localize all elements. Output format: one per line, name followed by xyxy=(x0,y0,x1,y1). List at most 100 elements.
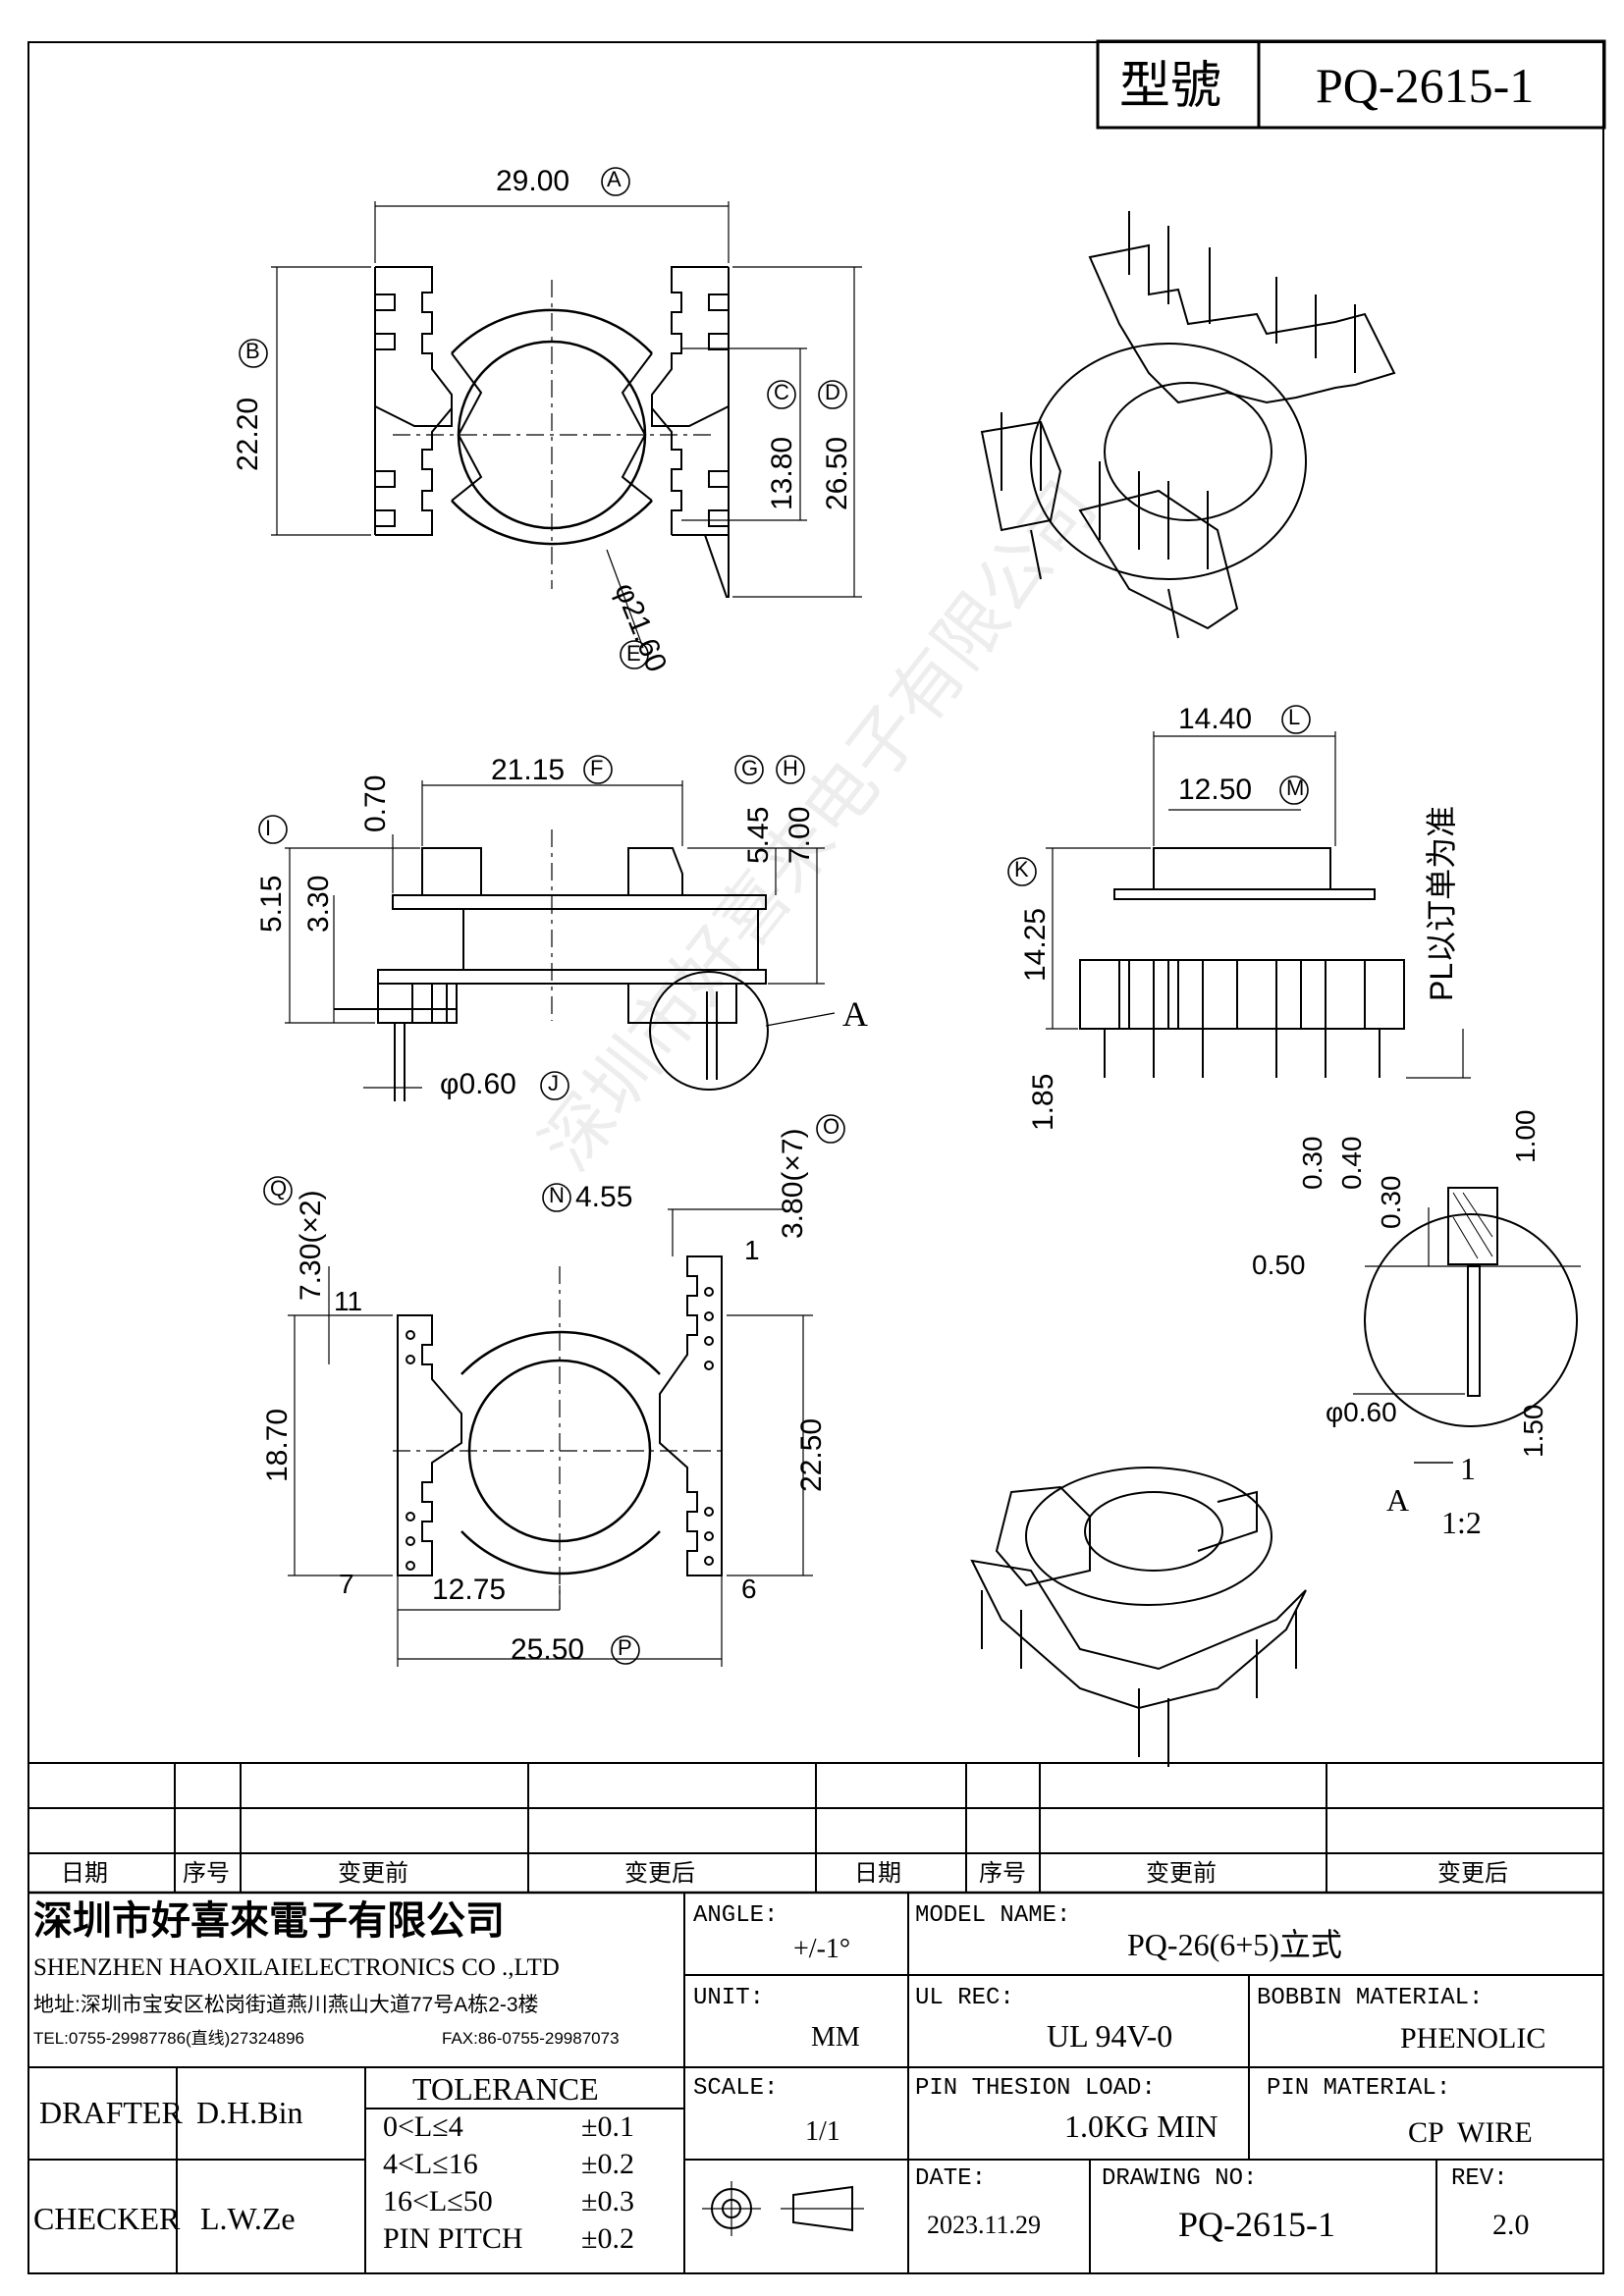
dim-4-55: 4.55 xyxy=(575,1181,633,1213)
scale-note-num: 1 xyxy=(1460,1451,1476,1486)
model-name-label: MODEL NAME: xyxy=(915,1902,1071,1929)
tolerance-value-4: ±0.2 xyxy=(581,2222,634,2255)
marker-a: A xyxy=(607,167,622,191)
marker-m: M xyxy=(1286,775,1305,800)
tolerance-range-1: 0<L≤4 xyxy=(383,2110,463,2143)
marker-q: Q xyxy=(270,1176,288,1201)
checker-value: L.W.Ze xyxy=(200,2201,296,2236)
company-address: 地址:深圳市宝安区松岗街道燕川燕山大道77号A栋2-3楼 xyxy=(33,1994,539,2016)
date-value: 2023.11.29 xyxy=(927,2211,1042,2239)
model-name-value: PQ-26(6+5)立式 xyxy=(1127,1927,1342,1962)
ul-rec-label: UL REC: xyxy=(915,1985,1014,2011)
tolerance-value-1: ±0.1 xyxy=(581,2110,634,2143)
marker-j: J xyxy=(548,1071,559,1095)
rev-header-after-2: 变更后 xyxy=(1437,1860,1508,1887)
dim-21-15: 21.15 xyxy=(491,754,566,786)
rev-value: 2.0 xyxy=(1492,2209,1530,2241)
rev-header-before-2: 变更前 xyxy=(1146,1860,1217,1887)
detail-dim-1-00: 1.00 xyxy=(1510,1109,1541,1164)
tolerance-range-3: 16<L≤50 xyxy=(383,2185,493,2217)
unit-value: MM xyxy=(811,2022,860,2053)
marker-c: C xyxy=(774,380,789,404)
dim-3-30: 3.30 xyxy=(302,875,335,933)
marker-k: K xyxy=(1014,857,1029,881)
marker-f: F xyxy=(590,756,604,780)
rev-header-date-1: 日期 xyxy=(61,1860,108,1887)
pin-load-label: PIN THESION LOAD: xyxy=(915,2075,1156,2102)
dim-14-40: 14.40 xyxy=(1178,703,1253,735)
scale-note-a: A xyxy=(1386,1482,1410,1518)
pin-1-label: 1 xyxy=(744,1235,760,1265)
pin-material-label: PIN MATERIAL: xyxy=(1267,2075,1451,2102)
tolerance-range-2: 4<L≤16 xyxy=(383,2148,478,2180)
dim-12-75: 12.75 xyxy=(432,1574,507,1606)
dim-18-70: 18.70 xyxy=(261,1408,294,1482)
scale-value: 1/1 xyxy=(805,2116,840,2147)
checker-label: CHECKER xyxy=(33,2201,181,2236)
detail-dim-phi0-60: φ0.60 xyxy=(1326,1397,1397,1427)
tolerance-range-4: PIN PITCH xyxy=(383,2222,523,2255)
bottom-view xyxy=(288,1208,813,1667)
date-label: DATE: xyxy=(915,2165,987,2192)
dim-5-45: 5.45 xyxy=(742,806,775,864)
dimension-marker-circles xyxy=(239,167,1311,1665)
marker-l: L xyxy=(1288,705,1301,729)
dim-29: 29.00 xyxy=(496,165,570,197)
angle-value: +/-1° xyxy=(793,1934,851,1964)
drawing-no-value: PQ-2615-1 xyxy=(1178,2205,1335,2244)
dim-13-80: 13.80 xyxy=(766,436,798,510)
dim-22-50: 22.50 xyxy=(795,1417,828,1492)
isometric-view-bottom xyxy=(970,1467,1307,1767)
marker-b: B xyxy=(245,339,260,363)
detail-dim-0-40: 0.40 xyxy=(1336,1136,1367,1191)
angle-label: ANGLE: xyxy=(693,1902,779,1929)
dim-25-50: 25.50 xyxy=(511,1633,585,1666)
unit-label: UNIT: xyxy=(693,1985,765,2011)
model-label: 型號 xyxy=(1119,58,1222,115)
marker-i: I xyxy=(265,816,272,840)
dim-7-30x2: 7.30(×2) xyxy=(295,1190,327,1301)
dim-phi0-60: φ0.60 xyxy=(440,1068,516,1100)
company-fax: FAX:86-0755-29987073 xyxy=(442,2029,620,2048)
drafter-value: D.H.Bin xyxy=(196,2095,303,2130)
detail-ref-a: A xyxy=(842,994,868,1034)
dim-0-70: 0.70 xyxy=(359,774,392,832)
front-view xyxy=(285,780,836,1101)
detail-dim-0-50: 0.50 xyxy=(1252,1250,1306,1280)
tolerance-title: TOLERANCE xyxy=(412,2071,599,2107)
drafter-label: DRAFTER xyxy=(39,2095,183,2130)
bobbin-material-value: PHENOLIC xyxy=(1400,2022,1546,2055)
marker-o: O xyxy=(823,1114,840,1139)
pin-7-label: 7 xyxy=(339,1569,354,1599)
title-block-grid xyxy=(27,1893,1604,2274)
model-number: PQ-2615-1 xyxy=(1316,58,1535,113)
rev-header-seq-1: 序号 xyxy=(183,1860,230,1887)
pl-note: PL以订单为准 xyxy=(1424,805,1459,1001)
pin-load-value: 1.0KG MIN xyxy=(1064,2109,1218,2144)
pin-material-value: CP WIRE xyxy=(1408,2116,1533,2149)
drawing-frame xyxy=(27,41,1604,2274)
marker-g: G xyxy=(741,756,759,780)
scale-label: SCALE: xyxy=(693,2075,779,2102)
dim-26-50: 26.50 xyxy=(821,436,853,510)
detail-a xyxy=(1353,1187,1581,1464)
detail-dim-0-30-a: 0.30 xyxy=(1297,1136,1327,1191)
bobbin-material-label: BOBBIN MATERIAL: xyxy=(1257,1985,1484,2011)
rev-header-date-2: 日期 xyxy=(854,1860,901,1887)
dim-14-25: 14.25 xyxy=(1019,907,1052,982)
top-view xyxy=(271,201,862,649)
marker-h: H xyxy=(783,756,798,780)
ul-rec-value: UL 94V-0 xyxy=(1047,2018,1173,2054)
marker-n: N xyxy=(549,1183,565,1207)
detail-dim-1-50: 1.50 xyxy=(1518,1404,1548,1459)
pin-11-label: 11 xyxy=(334,1286,363,1316)
dim-7-00: 7.00 xyxy=(784,806,816,864)
rev-header-seq-2: 序号 xyxy=(979,1860,1026,1887)
tolerance-value-2: ±0.2 xyxy=(581,2148,634,2180)
pin-6-label: 6 xyxy=(741,1574,757,1604)
revision-table xyxy=(27,1762,1604,1895)
company-tel: TEL:0755-29987786(直线)27324896 xyxy=(33,2029,304,2048)
rev-header-before-1: 变更前 xyxy=(338,1860,408,1887)
side-view xyxy=(1046,731,1471,1079)
